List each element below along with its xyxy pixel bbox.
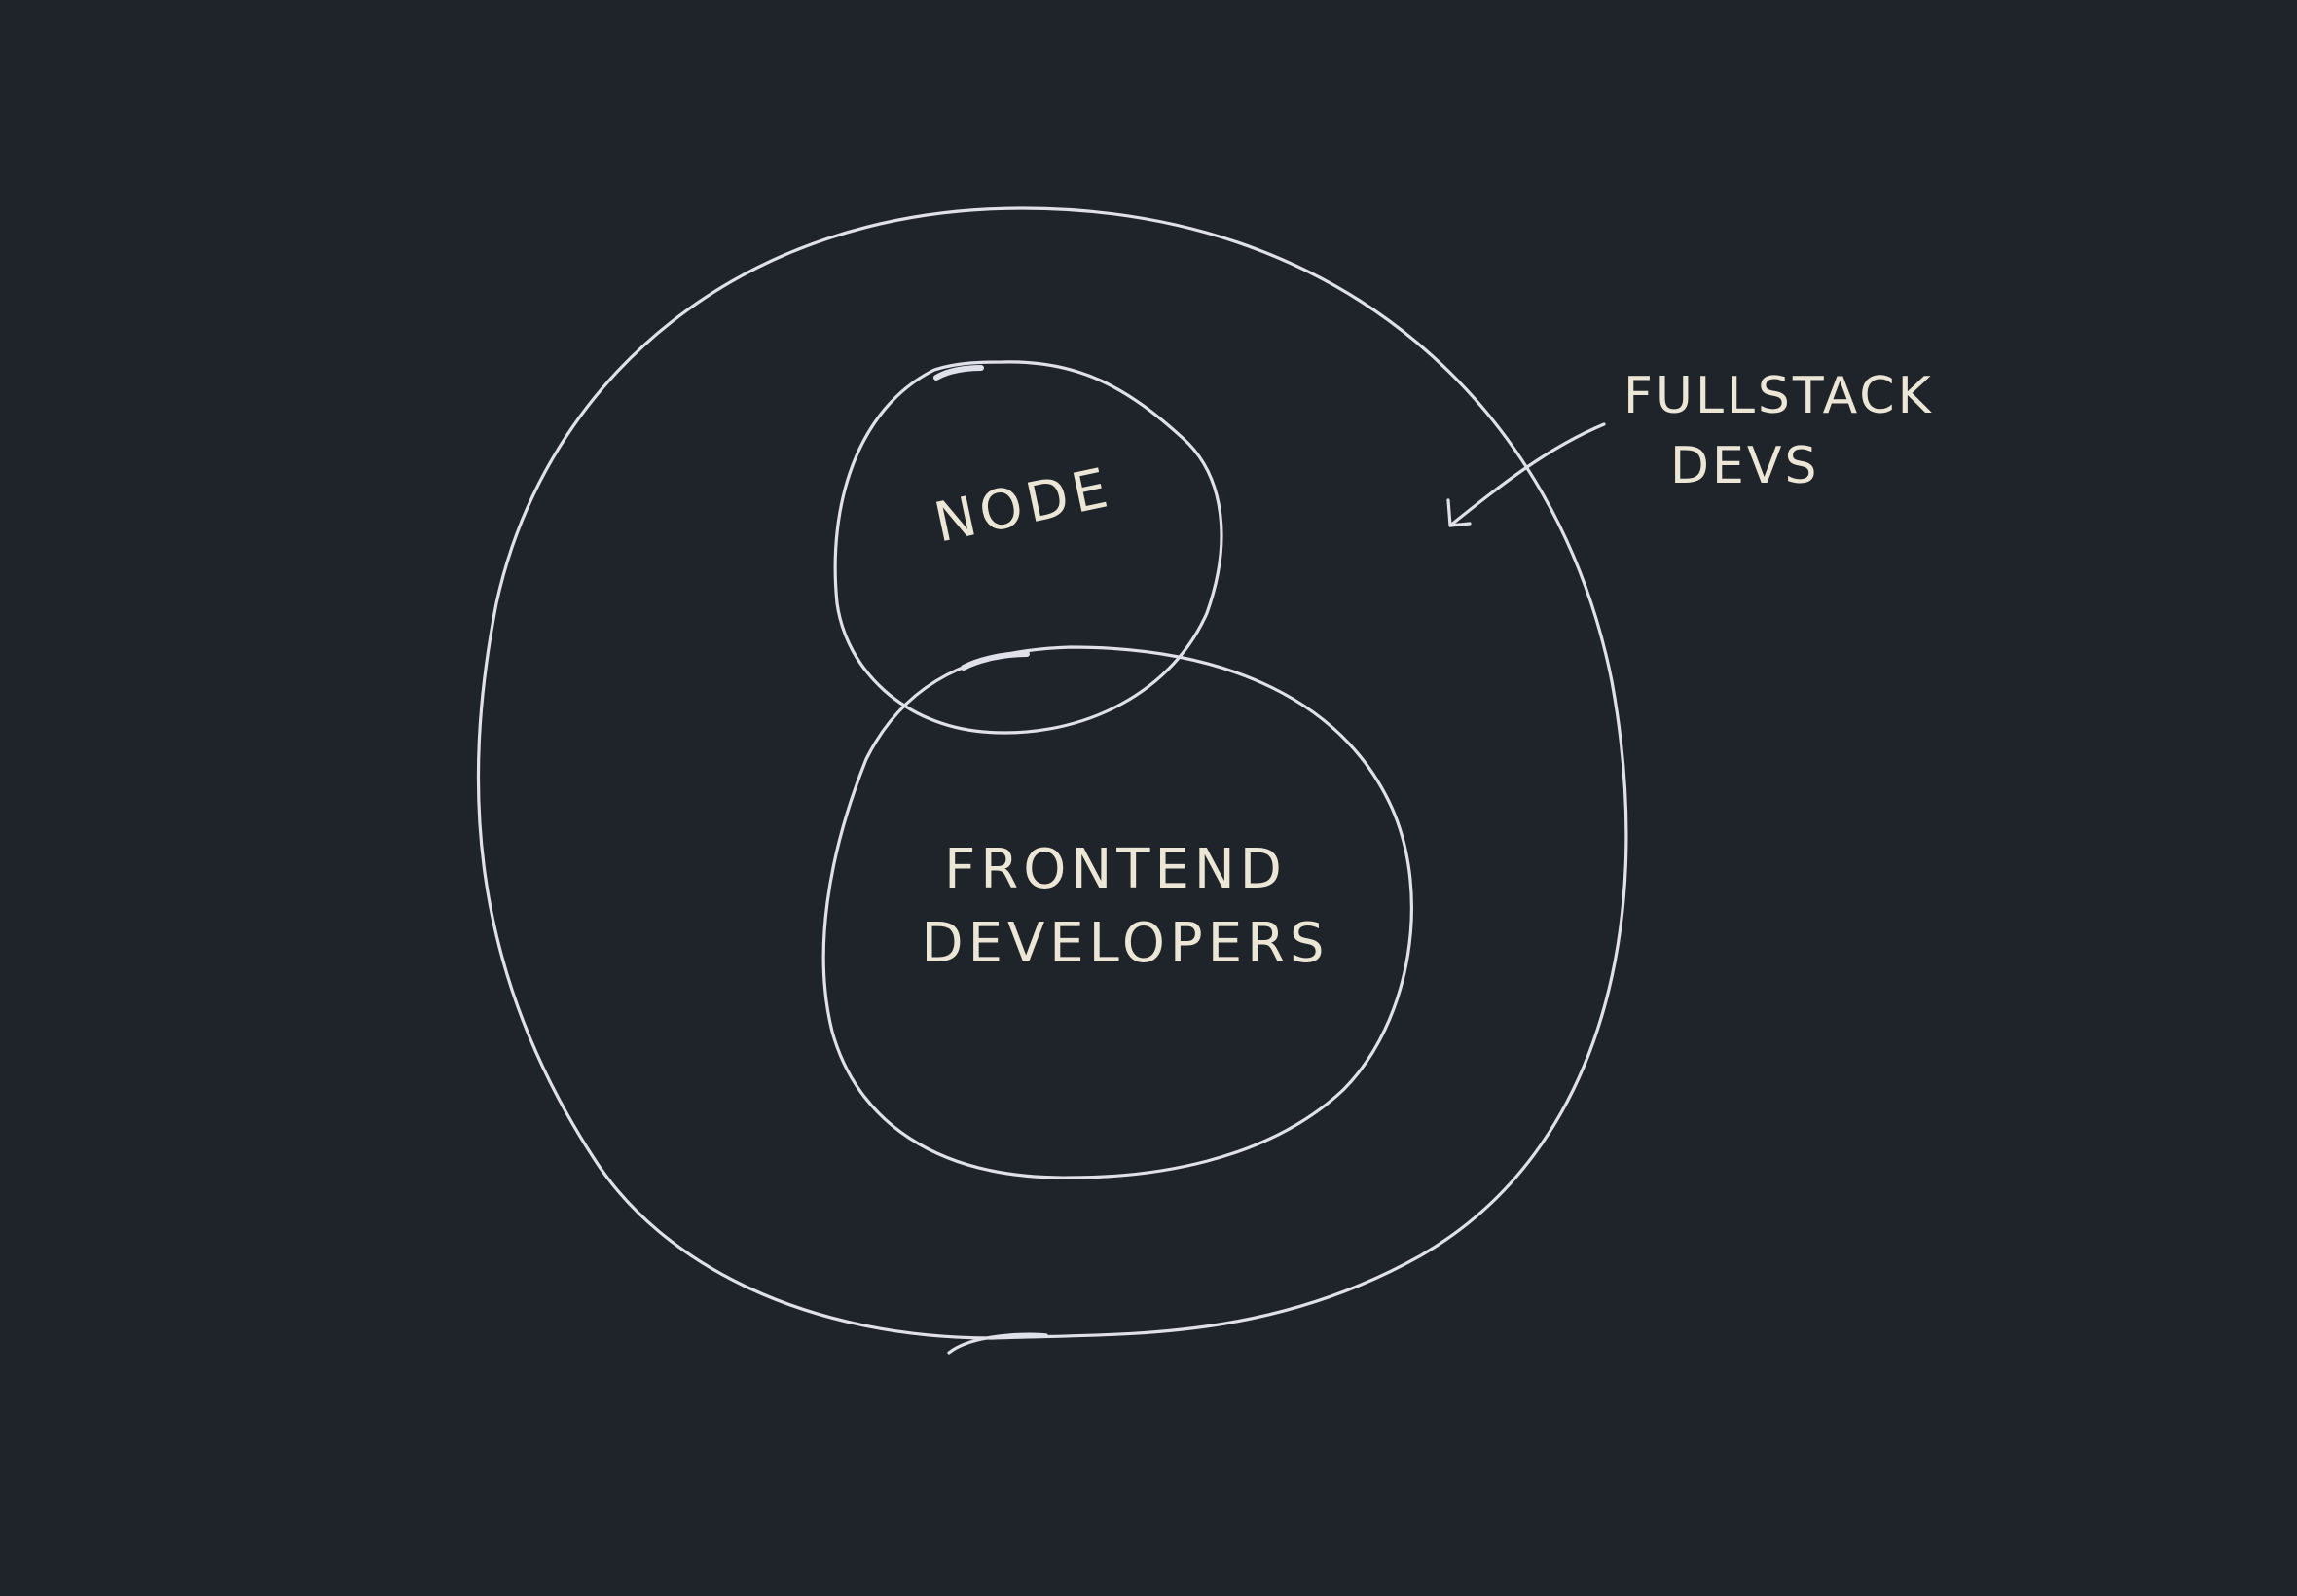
fullstack-label-line2: DEVS — [1670, 437, 1819, 495]
fullstack-circle — [476, 206, 1628, 1340]
frontend-label-line1: FRONTEND — [944, 838, 1287, 901]
node-circle-overlap — [933, 365, 984, 381]
fullstack-circle-overlap — [947, 1332, 1048, 1355]
node-label: NODE — [929, 456, 1117, 556]
fullstack-label-line1: FULLSTACK — [1623, 367, 1934, 425]
frontend-label-line2: DEVELOPERS — [921, 912, 1329, 975]
fullstack-pointer-arrowhead — [1446, 498, 1472, 527]
frontend-circle-overlap — [961, 651, 1030, 671]
node-circle — [833, 360, 1223, 735]
fullstack-pointer-arrow — [1448, 422, 1606, 527]
frontend-circle — [821, 645, 1413, 1179]
